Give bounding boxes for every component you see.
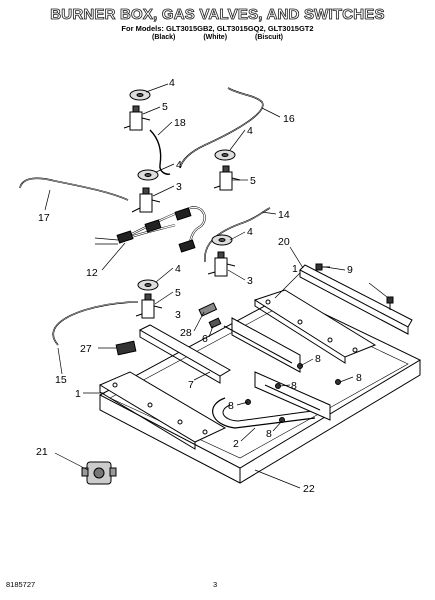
callout-3: 3 (176, 181, 182, 193)
callout-18: 18 (174, 117, 186, 129)
screw-8c (335, 379, 341, 385)
pressure-regulator (81, 461, 117, 485)
leader-lines (44, 83, 388, 489)
bracket (138, 324, 231, 384)
callout-4: 4 (175, 263, 181, 275)
callout-4: 4 (247, 226, 253, 238)
callout-8: 8 (266, 428, 272, 440)
callout-4: 4 (169, 77, 175, 89)
switch-part (115, 340, 137, 356)
callout-8: 8 (356, 372, 362, 384)
callout-labels: 4 5 18 16 4 5 4 3 17 14 4 12 3 4 5 3 15 … (36, 77, 362, 495)
gas-valve-2 (213, 165, 241, 191)
callout-9: 9 (347, 264, 353, 276)
callout-14: 14 (278, 209, 290, 221)
callout-21: 21 (36, 446, 48, 458)
color-variants: (Black) (White) (Biscuit) (0, 34, 435, 41)
callout-15: 15 (55, 374, 67, 386)
gas-valve-5 (135, 293, 163, 319)
electrode (208, 317, 222, 329)
color-white: (White) (203, 34, 228, 41)
screw-8b (275, 383, 281, 389)
callout-3: 3 (175, 309, 181, 321)
side-panel (299, 264, 413, 335)
page-number: 3 (213, 580, 218, 589)
model-list: For Models: GLT3015GB2, GLT3015GQ2, GLT3… (121, 24, 314, 33)
callout-8: 8 (315, 353, 321, 365)
gas-valve-3 (131, 187, 161, 213)
gas-tube (149, 129, 171, 175)
callout-1: 1 (292, 263, 298, 275)
callout-8: 8 (228, 400, 234, 412)
color-biscuit: (Biscuit) (254, 34, 283, 41)
gas-valve-1 (123, 105, 151, 131)
gas-line-front (52, 301, 139, 346)
igniter (198, 302, 218, 317)
callout-16: 16 (283, 113, 295, 125)
callout-8: 8 (291, 380, 297, 392)
callout-2: 2 (233, 438, 239, 450)
callout-1: 1 (75, 388, 81, 400)
burner-rail-rear (253, 289, 377, 364)
screw-8e (279, 417, 285, 423)
callout-27: 27 (80, 343, 92, 355)
gas-valve-4 (207, 251, 236, 277)
callout-5: 5 (175, 287, 181, 299)
switch-harness (94, 206, 206, 253)
diagram-title: BURNER BOX, GAS VALVES, AND SWITCHES (50, 6, 385, 24)
callout-22: 22 (303, 483, 315, 495)
callout-20: 20 (278, 236, 290, 248)
venturi-assembly (212, 317, 331, 429)
document-number: 8185727 (6, 580, 36, 589)
callout-12: 12 (86, 267, 98, 279)
callout-7: 7 (188, 379, 194, 391)
screw-9b (386, 296, 394, 310)
callout-17: 17 (38, 212, 50, 224)
burner-rail-front (98, 371, 227, 450)
callout-5: 5 (162, 101, 168, 113)
diagram-header: BURNER BOX, GAS VALVES, AND SWITCHES For… (0, 6, 435, 41)
callout-6: 6 (202, 333, 208, 345)
color-black: (Black) (152, 34, 176, 41)
callout-28: 28 (180, 327, 192, 339)
callout-5: 5 (250, 175, 256, 187)
screw-9a (315, 263, 330, 271)
gas-line-right (204, 207, 271, 263)
gas-line-left (19, 177, 129, 201)
callout-4: 4 (247, 125, 253, 137)
callout-4: 4 (176, 159, 182, 171)
callout-3: 3 (247, 275, 253, 287)
